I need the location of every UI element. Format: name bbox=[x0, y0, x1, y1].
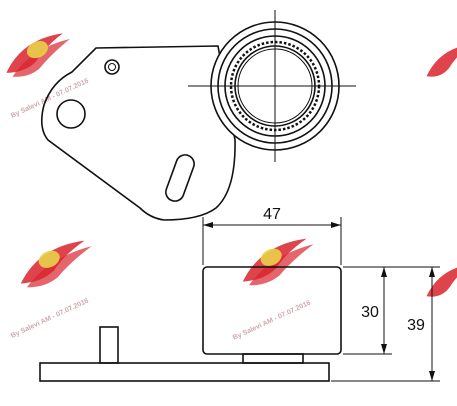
stud-side bbox=[99, 326, 119, 364]
watermark-text-4: By Salevi AM - 07.07.2016 bbox=[232, 300, 312, 342]
pivot-hole bbox=[56, 99, 86, 129]
base-plate-side bbox=[39, 362, 330, 382]
side-view bbox=[39, 266, 342, 382]
winged-wheel-logo-icon bbox=[426, 264, 457, 297]
adjustment-slot bbox=[165, 154, 195, 202]
outer-height-label: 39 bbox=[407, 317, 425, 334]
hub-side bbox=[242, 353, 304, 364]
dimension-outer-height: 39 bbox=[331, 266, 440, 382]
dimension-width: 47 bbox=[202, 206, 342, 265]
pulley-top-view bbox=[188, 10, 356, 162]
watermark-text-1: By Salevi AM - 07.07.2016 bbox=[10, 78, 90, 120]
dimension-inner-height: 30 bbox=[343, 266, 392, 355]
winged-wheel-logo-icon bbox=[6, 33, 70, 77]
width-label: 47 bbox=[263, 206, 281, 223]
winged-wheel-logo-icon bbox=[242, 238, 314, 286]
winged-wheel-logo-icon bbox=[426, 44, 457, 77]
inner-height-label: 30 bbox=[361, 304, 379, 321]
small-bolt-hole bbox=[104, 59, 120, 75]
bracket-plate-top-view bbox=[40, 45, 236, 221]
watermark-text-3: By Salevi AM - 07.07.2016 bbox=[10, 298, 90, 340]
winged-wheel-logo-icon bbox=[20, 240, 92, 288]
